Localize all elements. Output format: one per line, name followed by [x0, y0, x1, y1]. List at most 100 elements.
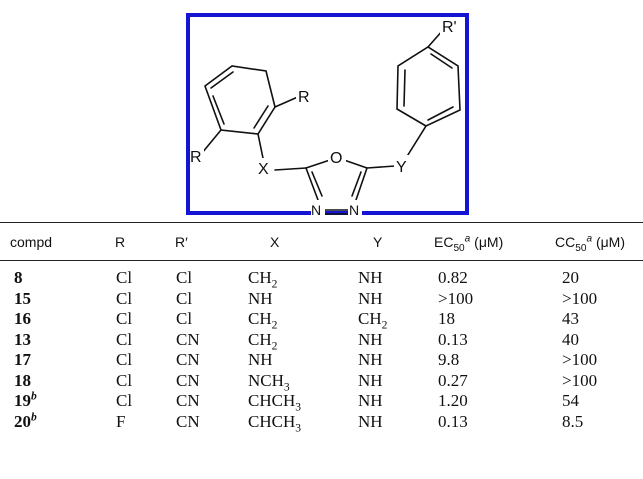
nitrogen-label-right: N — [349, 202, 359, 218]
r-bond-upper — [274, 95, 301, 108]
cell-cc50: 8.5 — [562, 411, 584, 431]
cell-r-prime: Cl — [176, 268, 193, 287]
cell-y: NH — [358, 329, 383, 349]
cell-x: NH — [248, 288, 273, 308]
cell-ec50: 0.82 — [438, 268, 468, 287]
cell-compd: 18 — [14, 370, 31, 390]
r-bond-lower — [201, 129, 222, 154]
cell-cc50: >100 — [562, 350, 598, 369]
r-label-lower: R — [190, 149, 202, 166]
left-benzene-ring — [204, 65, 276, 135]
structure-frame — [186, 13, 469, 215]
x-label: X — [258, 161, 269, 178]
subscript: 3 — [295, 420, 302, 434]
header-r: R — [115, 234, 126, 250]
oxadiazole-bond-o-c5 — [343, 159, 368, 169]
chemical-structure-diagram: R R X O N N Y R' — [186, 13, 469, 218]
cell-ec50: >100 — [438, 288, 474, 308]
subscript: 2 — [271, 338, 278, 352]
cell-ec50: 0.13 — [438, 329, 468, 349]
cell-r-prime: Cl — [176, 309, 193, 328]
subscript: 2 — [271, 277, 278, 291]
cc50-sub: 50 — [575, 242, 587, 254]
cell-y: NH — [358, 268, 383, 287]
cell-r: Cl — [116, 309, 133, 328]
table-top-rule — [0, 222, 643, 223]
ec50-base: EC — [434, 234, 454, 250]
cell-compd: 19b — [14, 389, 37, 410]
left-ring-double-bond-2 — [253, 105, 269, 129]
cell-compd: 15 — [14, 288, 31, 308]
cell-r-prime: Cl — [176, 288, 193, 308]
right-ring-double-bond-2 — [430, 53, 453, 69]
y-label: Y — [396, 159, 407, 176]
r-prime-label: R' — [442, 19, 457, 36]
cell-r: Cl — [116, 288, 133, 308]
subscript: 3 — [283, 379, 290, 393]
right-benzene-ring — [396, 46, 461, 127]
header-r-prime: R′ — [175, 234, 188, 250]
oxygen-label: O — [330, 150, 342, 167]
cell-r-prime: CN — [176, 391, 200, 410]
cell-compd: 13 — [14, 329, 31, 349]
header-ec50: EC50a (μM) — [434, 233, 504, 254]
cell-x: CH2 — [248, 309, 278, 332]
table-header-rule — [0, 260, 643, 261]
cell-y: NH — [358, 411, 383, 431]
cell-x: CH2 — [248, 329, 278, 352]
cell-cc50: 40 — [562, 329, 579, 349]
cell-y: NH — [358, 391, 383, 410]
cell-x: NH — [248, 350, 273, 369]
nitrogen-label-left: N — [311, 202, 321, 218]
left-ring-double-bond-3 — [212, 95, 225, 125]
subscript: 2 — [381, 318, 388, 332]
cell-r: Cl — [116, 350, 133, 369]
cell-r-prime: CN — [176, 350, 200, 369]
cell-ec50: 18 — [438, 309, 455, 328]
cc50-unit: (μM) — [595, 234, 626, 250]
cell-y: NH — [358, 288, 383, 308]
cell-x: NCH3 — [248, 370, 290, 393]
cell-cc50: >100 — [562, 288, 598, 308]
cell-ec50: 9.8 — [438, 350, 460, 369]
oxadiazole-bond-c2-n — [305, 167, 319, 201]
cell-ec50: 1.20 — [438, 391, 468, 410]
compd-footnote: b — [31, 409, 37, 423]
header-y: Y — [373, 234, 383, 250]
ec50-unit: (μM) — [474, 234, 504, 250]
cell-r: Cl — [116, 329, 133, 349]
cell-x: CH2 — [248, 268, 278, 291]
cell-x: CHCH3 — [248, 391, 302, 414]
cell-y: NH — [358, 350, 383, 369]
cell-cc50: >100 — [562, 370, 598, 390]
right-ring-double-bond-3 — [427, 106, 454, 121]
cell-cc50: 43 — [562, 309, 579, 328]
subscript: 3 — [295, 400, 302, 414]
header-cc50: CC50a (μM) — [555, 233, 626, 254]
cc50-footnote: a — [586, 233, 593, 245]
cell-cc50: 20 — [562, 268, 579, 287]
right-ring-double-bond-1 — [403, 69, 406, 107]
oxadiazole-double-bond-c2-n — [311, 171, 323, 197]
cell-r-prime: CN — [176, 411, 200, 431]
cell-ec50: 0.27 — [438, 370, 468, 390]
cell-compd: 16 — [14, 309, 31, 328]
cell-compd: 17 — [14, 350, 31, 369]
oxadiazole-bond-c2-o — [305, 159, 331, 169]
cell-ec50: 0.13 — [438, 411, 468, 431]
cell-r-prime: CN — [176, 329, 200, 349]
cell-compd: 20b — [14, 409, 37, 431]
ec50-footnote: a — [464, 233, 471, 245]
ec50-sub: 50 — [453, 242, 465, 254]
oxadiazole-double-bond-c5-n — [351, 171, 362, 197]
cell-r: Cl — [116, 391, 133, 410]
cell-y: CH2 — [358, 309, 388, 332]
cell-x: CHCH3 — [248, 411, 302, 434]
cell-cc50: 54 — [562, 391, 579, 410]
header-x: X — [270, 234, 280, 250]
x-to-ring-bond — [274, 167, 307, 171]
header-compd: compd — [10, 234, 53, 250]
y-bond-right — [405, 125, 427, 159]
r-label-upper: R — [298, 89, 310, 106]
cell-r: Cl — [116, 370, 133, 390]
